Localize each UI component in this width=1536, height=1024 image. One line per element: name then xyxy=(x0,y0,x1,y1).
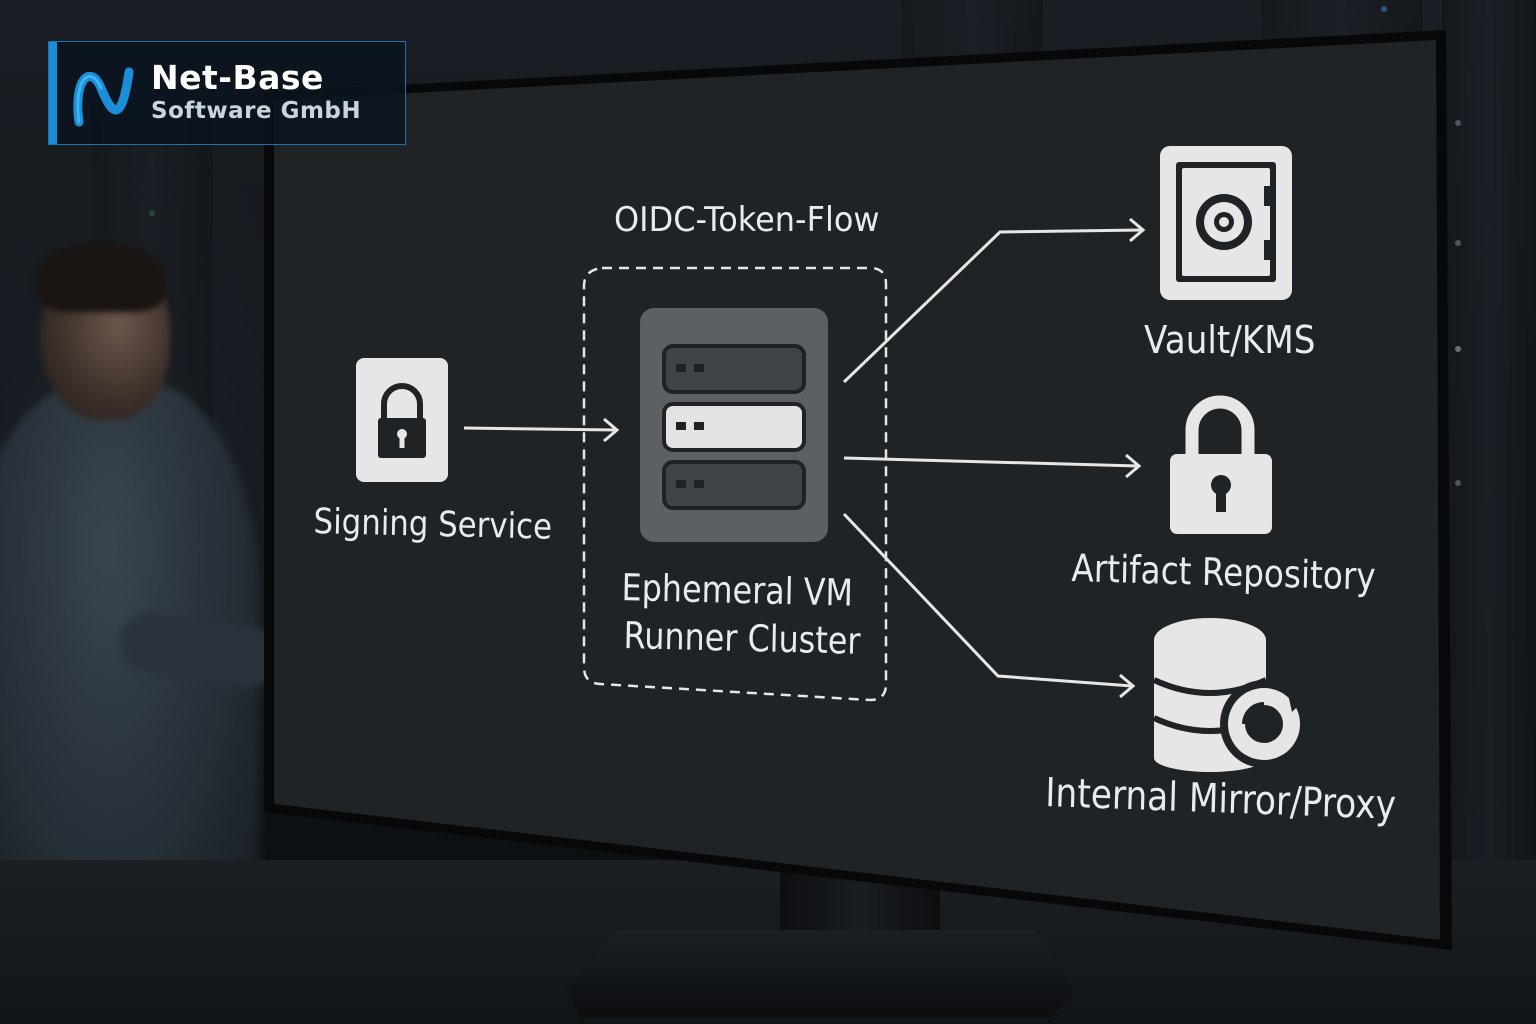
logo-company-name: Net-Base xyxy=(151,58,324,97)
rack-led xyxy=(1455,120,1461,126)
arrow-signing-to-runner xyxy=(463,417,620,443)
artifact-repository-label: Artifact Repository xyxy=(1071,546,1377,599)
logo-accent-bar xyxy=(49,42,57,144)
rack-led xyxy=(1455,480,1461,486)
rack-led xyxy=(1455,240,1461,246)
server-stack-icon xyxy=(640,308,828,542)
runner-cluster-boundary xyxy=(582,266,888,702)
server-rack-right xyxy=(1440,0,1536,980)
vault-label: Vault/KMS xyxy=(1144,318,1316,362)
logo-company-subtitle: Software GmbH xyxy=(151,98,362,124)
arrow-runner-to-vault xyxy=(842,217,1146,384)
person-hair xyxy=(36,242,166,312)
company-logo: Net-Base Software GmbH xyxy=(48,41,406,145)
rack-led xyxy=(1455,346,1461,352)
database-sync-icon xyxy=(1152,618,1308,772)
runner-cluster-label-line2: Runner Cluster xyxy=(623,614,861,663)
rack-led xyxy=(149,210,155,216)
runner-cluster-label-line1: Ephemeral VM xyxy=(621,566,854,615)
logo-mark-icon xyxy=(73,67,134,127)
signing-service-label: Signing Service xyxy=(313,502,553,548)
monitor-screen xyxy=(274,40,1440,940)
safe-icon xyxy=(1160,146,1292,300)
blurred-person xyxy=(0,240,300,940)
arrow-runner-to-mirror xyxy=(842,512,1136,699)
diagram-title: OIDC-Token-Flow xyxy=(614,200,880,240)
artifact-padlock-icon xyxy=(1170,395,1272,534)
arrow-runner-to-artifact xyxy=(843,453,1142,479)
rack-led xyxy=(1381,6,1387,12)
padlock-icon xyxy=(356,358,448,482)
monitor-stand-base xyxy=(566,930,1076,1018)
